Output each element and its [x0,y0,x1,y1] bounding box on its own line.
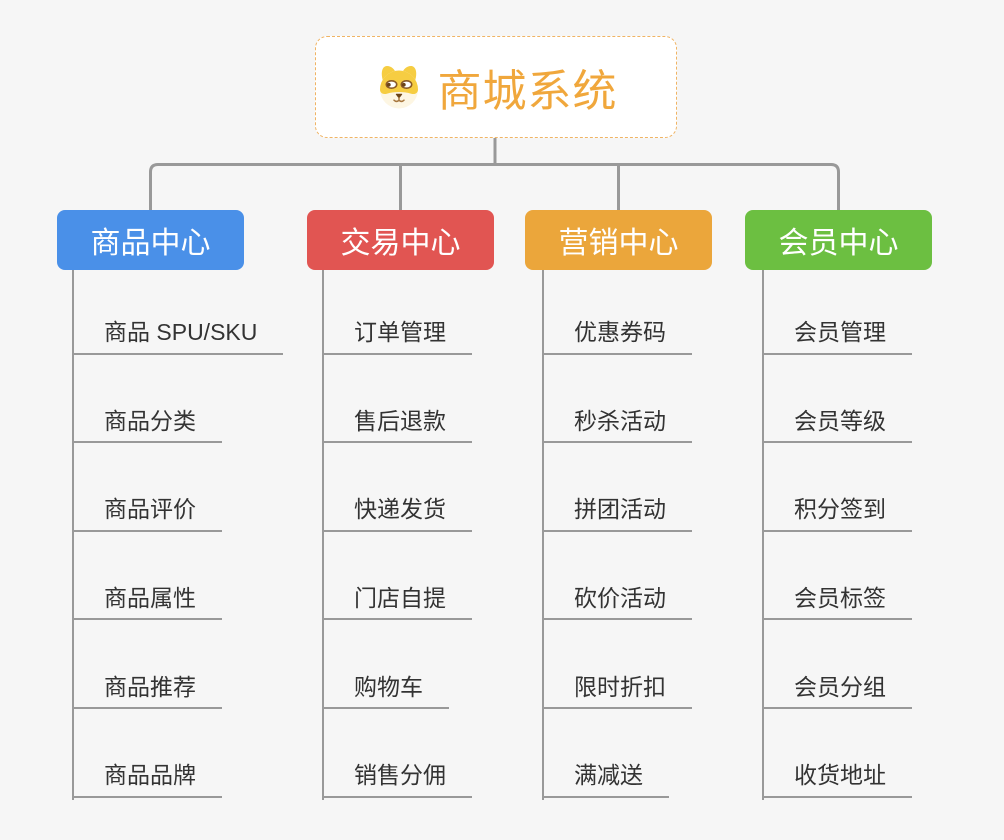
leaf-label: 商品品牌 [72,763,222,798]
children-rail-product-center [72,270,74,800]
leaf-node[interactable]: 购物车 [322,620,472,709]
leaf-node[interactable]: 销售分佣 [322,709,472,798]
leaf-node[interactable]: 砍价活动 [542,532,692,621]
leaf-label: 售后退款 [322,408,472,444]
leaf-label: 销售分佣 [322,763,472,798]
leaf-label: 秒杀活动 [542,408,692,444]
leaf-node[interactable]: 快递发货 [322,443,472,532]
branch-label: 会员中心 [778,227,899,260]
branch-children-member-center: 会员管理 会员等级 积分签到 会员标签 会员分组 收货地址 [762,266,912,798]
leaf-label: 快递发货 [322,497,472,532]
leaf-label: 商品推荐 [72,674,222,709]
leaf-node[interactable]: 会员标签 [762,532,912,621]
leaf-label: 砍价活动 [542,585,692,621]
leaf-node[interactable]: 满减送 [542,709,692,798]
leaf-node[interactable]: 商品推荐 [72,620,283,709]
leaf-node[interactable]: 秒杀活动 [542,355,692,444]
leaf-label: 会员标签 [762,585,912,621]
branch-node-marketing-center[interactable]: 营销中心 [525,210,712,270]
branch-node-member-center[interactable]: 会员中心 [745,210,932,270]
leaf-node[interactable]: 门店自提 [322,532,472,621]
root-title: 商城系统 [437,67,618,116]
children-rail-trade-center [322,270,324,800]
spine-line [149,163,840,212]
branch-node-trade-center[interactable]: 交易中心 [307,210,494,270]
leaf-label: 拼团活动 [542,497,692,532]
dog-face-icon [379,66,418,109]
leaf-label: 积分签到 [762,497,912,532]
leaf-node[interactable]: 商品 SPU/SKU [72,266,284,355]
leaf-node[interactable]: 订单管理 [322,266,472,355]
branch-children-marketing-center: 优惠券码 秒杀活动 拼团活动 砍价活动 限时折扣 满减送 [542,266,692,798]
leaf-label: 限时折扣 [542,674,692,709]
leaf-node[interactable]: 收货地址 [762,709,912,798]
leaf-label: 收货地址 [762,763,912,798]
branch-label: 营销中心 [558,227,679,260]
leaf-node[interactable]: 商品属性 [72,532,283,621]
leaf-label: 商品分类 [72,408,222,444]
children-rail-marketing-center [542,270,544,800]
leaf-node[interactable]: 优惠券码 [542,266,692,355]
leaf-node[interactable]: 商品评价 [72,443,283,532]
branch-children-product-center: 商品 SPU/SKU 商品分类 商品评价 商品属性 商品推荐 商品品牌 [72,266,284,798]
leaf-node[interactable]: 商品品牌 [72,709,283,798]
leaf-label: 门店自提 [322,585,472,621]
leaf-node[interactable]: 会员分组 [762,620,912,709]
branch-label: 交易中心 [340,227,461,260]
branch-label: 商品中心 [90,227,211,260]
leaf-label: 优惠券码 [542,320,692,355]
leaf-node[interactable]: 限时折扣 [542,620,692,709]
leaf-node[interactable]: 售后退款 [322,355,472,444]
leaf-label: 满减送 [542,763,669,798]
leaf-label: 购物车 [322,674,449,709]
leaf-label: 商品属性 [72,585,222,621]
branch-children-trade-center: 订单管理 售后退款 快递发货 门店自提 购物车 销售分佣 [322,266,472,798]
leaf-label: 商品评价 [72,497,222,532]
leaf-label: 会员等级 [762,408,912,444]
leaf-node[interactable]: 拼团活动 [542,443,692,532]
leaf-node[interactable]: 会员等级 [762,355,912,444]
children-rail-member-center [762,270,764,800]
branch-node-product-center[interactable]: 商品中心 [57,210,244,270]
leaf-node[interactable]: 会员管理 [762,266,912,355]
leaf-label: 订单管理 [322,320,472,355]
root-node[interactable]: 商城系统 [315,36,677,138]
leaf-label: 会员分组 [762,674,912,709]
leaf-node[interactable]: 积分签到 [762,443,912,532]
leaf-label: 会员管理 [762,320,912,355]
leaf-node[interactable]: 商品分类 [72,355,283,444]
leaf-label: 商品 SPU/SKU [72,320,284,355]
